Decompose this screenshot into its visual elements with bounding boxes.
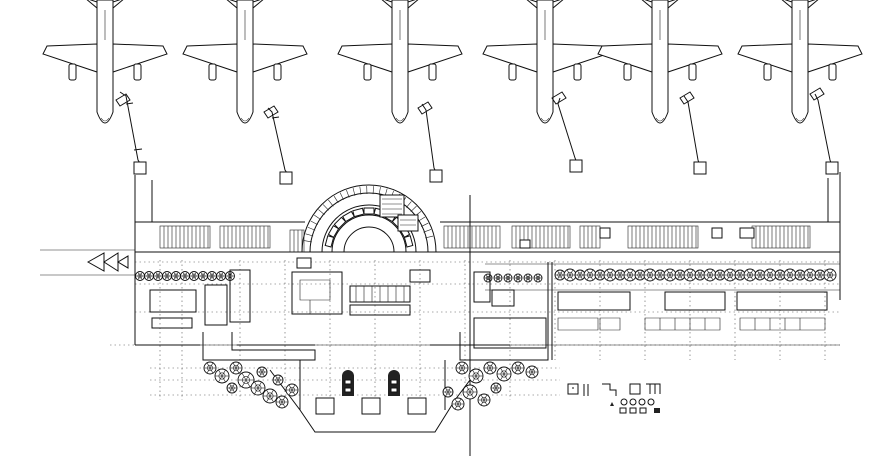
- tree-icon: [451, 397, 465, 411]
- tree-icon: [455, 361, 469, 375]
- tree-icon: [229, 361, 243, 375]
- tree-icon: [262, 388, 278, 404]
- airplane-icon: [42, 0, 168, 124]
- concourse: [134, 172, 841, 456]
- tree-icon: [511, 361, 525, 375]
- tree-icon: [663, 268, 677, 282]
- tree-icon: [654, 269, 666, 281]
- plaza-trees: [203, 361, 539, 411]
- airplane-icon: [182, 0, 308, 124]
- tree-icon: [703, 268, 717, 282]
- tree-icon: [483, 273, 493, 283]
- tree-icon: [794, 269, 806, 281]
- tree-icon: [162, 271, 172, 281]
- tree-icon: [634, 269, 646, 281]
- tree-icon: [203, 361, 217, 375]
- tree-icon: [533, 273, 543, 283]
- tree-icon: [171, 271, 181, 281]
- tree-icon: [594, 269, 606, 281]
- tree-icon: [694, 269, 706, 281]
- tree-icon: [180, 271, 190, 281]
- tree-icon: [483, 361, 497, 375]
- tree-icon: [189, 271, 199, 281]
- tree-icon: [468, 368, 484, 384]
- tree-icon: [723, 268, 737, 282]
- airplane-icon: [737, 0, 863, 124]
- tree-icon: [135, 271, 145, 281]
- tree-icon: [513, 273, 523, 283]
- tree-icon: [477, 393, 491, 407]
- tree-icon: [207, 271, 217, 281]
- landscape-hedge: [135, 268, 837, 283]
- landside-rooms: [149, 227, 828, 349]
- tree-icon: [823, 268, 837, 282]
- airplane-icon: [482, 0, 608, 124]
- aircraft-row: [42, 0, 863, 124]
- tree-icon: [442, 386, 454, 398]
- arrow-left-icon: [86, 252, 105, 272]
- tree-icon: [803, 268, 817, 282]
- tree-icon: [226, 382, 238, 394]
- tree-icon: [275, 395, 289, 409]
- tree-icon: [250, 380, 266, 396]
- central-rotunda: [301, 184, 437, 253]
- tree-icon: [714, 269, 726, 281]
- airplane-icon: [337, 0, 463, 124]
- tree-icon: [493, 273, 503, 283]
- tree-icon: [643, 268, 657, 282]
- tree-icon: [503, 273, 513, 283]
- tree-icon: [563, 268, 577, 282]
- tree-icon: [683, 268, 697, 282]
- tree-icon: [734, 269, 746, 281]
- tree-icon: [496, 366, 512, 382]
- tree-icon: [272, 374, 284, 386]
- tree-icon: [743, 268, 757, 282]
- tree-icon: [256, 366, 268, 378]
- jet-bridge-5: [683, 95, 703, 173]
- tree-icon: [574, 269, 586, 281]
- tree-icon: [237, 371, 255, 389]
- tree-icon: [583, 268, 597, 282]
- approach-road: [40, 249, 135, 276]
- tree-icon: [525, 365, 539, 379]
- tree-icon: [523, 273, 533, 283]
- tree-icon: [774, 269, 786, 281]
- tree-icon: [783, 268, 797, 282]
- tree-icon: [144, 271, 154, 281]
- entrance-plaza: [202, 332, 549, 433]
- tree-icon: [814, 269, 826, 281]
- tree-icon: [763, 268, 777, 282]
- symbol-legend: [567, 383, 661, 414]
- tree-icon: [623, 268, 637, 282]
- tree-icon: [198, 271, 208, 281]
- jet-bridge-4: [557, 97, 581, 171]
- tree-icon: [153, 271, 163, 281]
- tree-icon: [603, 268, 617, 282]
- jet-bridge-6: [814, 93, 835, 173]
- tree-icon: [614, 269, 626, 281]
- jet-bridge-3: [421, 103, 441, 181]
- tree-icon: [285, 383, 299, 397]
- tree-icon: [754, 269, 766, 281]
- tree-icon: [554, 269, 566, 281]
- jet-bridges: [115, 87, 839, 185]
- tree-icon: [214, 368, 230, 384]
- tree-icon: [216, 271, 226, 281]
- jet-bridge-2: [267, 107, 293, 181]
- tree-icon: [462, 384, 478, 400]
- tree-icon: [490, 382, 502, 394]
- airplane-icon: [597, 0, 723, 124]
- tree-icon: [674, 269, 686, 281]
